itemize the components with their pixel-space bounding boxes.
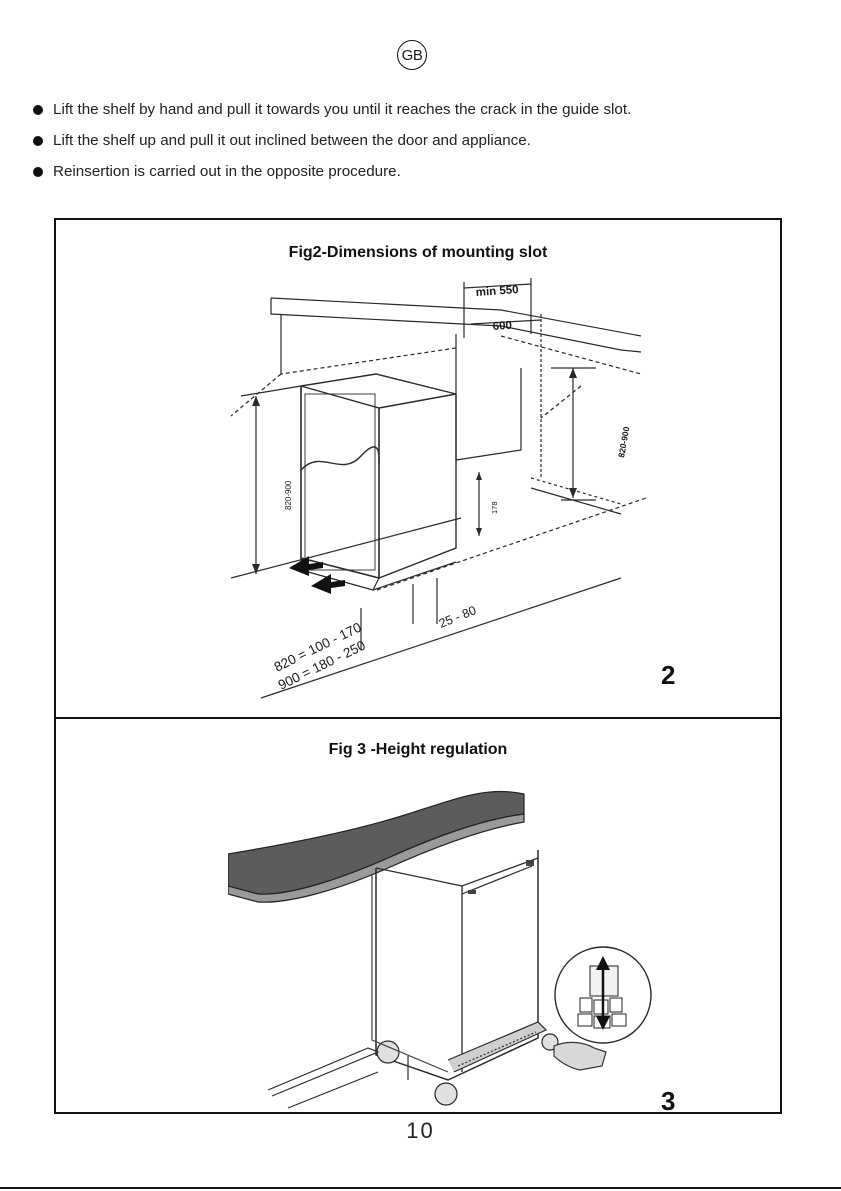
figure-divider xyxy=(56,717,780,719)
instruction-text: Reinsertion is carried out in the opposi… xyxy=(53,163,401,180)
instruction-text: Lift the shelf by hand and pull it towar… xyxy=(53,101,632,118)
appliance-top xyxy=(300,373,457,409)
worktop-front-line xyxy=(270,298,642,353)
language-badge: GB xyxy=(397,40,427,70)
fig3-title: Fig 3 -Height regulation xyxy=(328,741,508,758)
appliance-body xyxy=(375,850,539,1081)
fig3-number: 3 xyxy=(661,1086,676,1116)
appliance-door xyxy=(300,386,380,580)
adjustable-foot-icon xyxy=(376,1040,400,1064)
list-item: Reinsertion is carried out in the opposi… xyxy=(33,156,631,187)
floor-line xyxy=(230,517,462,579)
page-number: 10 xyxy=(406,1118,435,1143)
offset-label: 25 - 80 xyxy=(437,603,478,631)
bottom-rule xyxy=(0,1187,841,1189)
bullet-icon xyxy=(33,104,43,115)
hand-icon xyxy=(553,1041,607,1071)
list-item: Lift the shelf up and pull it out inclin… xyxy=(33,125,631,156)
min-depth-label: min 550 xyxy=(475,284,519,299)
language-code: GB xyxy=(401,46,423,64)
figure-frame: Fig2-Dimensions of mounting slot xyxy=(54,218,782,1116)
arrow-icon xyxy=(311,574,345,594)
appliance-height-label: 820-900 xyxy=(284,480,293,510)
width-label: 600 xyxy=(492,320,512,333)
height-regulation-illustration xyxy=(228,790,652,1109)
list-item: Lift the shelf by hand and pull it towar… xyxy=(33,94,631,125)
bullet-icon xyxy=(33,135,43,146)
fig2-title: Fig2-Dimensions of mounting slot xyxy=(288,244,548,261)
instruction-text: Lift the shelf up and pull it out inclin… xyxy=(53,132,531,149)
door-wave-line xyxy=(300,446,380,471)
niche-height-label: 820-900 xyxy=(616,426,631,459)
gap-label: 178 xyxy=(490,501,499,514)
fig2-number: 2 xyxy=(661,660,676,690)
mounting-slot-illustration: min 550 600 820-900 820-900 178 25 - 80 … xyxy=(230,278,646,699)
bullet-icon xyxy=(33,166,43,177)
worktop-edge-line xyxy=(270,297,642,337)
adjustable-foot-icon xyxy=(434,1082,458,1106)
arrow-icon xyxy=(289,556,323,576)
instruction-list: Lift the shelf by hand and pull it towar… xyxy=(33,94,631,187)
